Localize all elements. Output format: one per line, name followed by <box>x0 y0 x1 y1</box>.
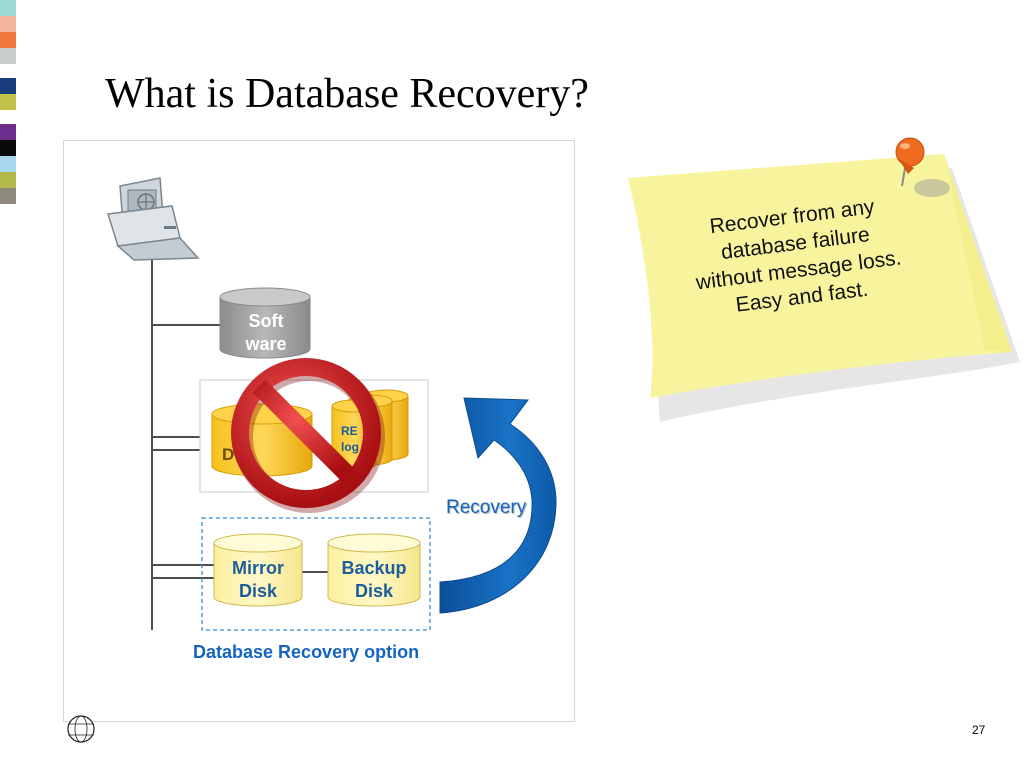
stripe <box>0 0 16 16</box>
mirror-disk-label: Mirror Disk <box>231 558 284 601</box>
stripe <box>0 16 16 32</box>
stripe <box>0 48 16 64</box>
software-cylinder <box>219 287 311 359</box>
stripe <box>0 124 16 140</box>
no-sign-icon <box>231 358 385 513</box>
page-number: 27 <box>972 723 986 737</box>
computer-icon <box>107 177 200 261</box>
connector-lines <box>151 260 330 630</box>
database-label: D <box>222 445 235 464</box>
stripe <box>0 156 16 172</box>
swift-logo-globe <box>67 715 95 743</box>
pushpin-icon <box>895 137 950 197</box>
software-label: Soft ware <box>245 311 287 354</box>
stripe <box>0 110 16 124</box>
recovery-option-caption: Database Recovery option <box>193 642 420 662</box>
stripe <box>0 188 16 204</box>
recovery-label: Recovery <box>446 497 527 518</box>
slide-title: What is Database Recovery? <box>105 71 589 117</box>
stripe <box>0 172 16 188</box>
stripe <box>0 64 16 78</box>
sticky-note <box>628 154 1020 422</box>
recovery-option-box <box>201 517 431 631</box>
backup-disk-cylinder <box>327 533 421 607</box>
stripe <box>0 140 16 156</box>
stripe <box>0 32 16 48</box>
backup-disk-label: Backup Disk <box>341 558 407 601</box>
stripe <box>0 94 16 110</box>
recovery-arrow-icon <box>439 397 557 614</box>
color-stripes <box>0 0 16 204</box>
redo-log-label: RE log <box>341 424 359 454</box>
stripe <box>0 78 16 94</box>
mirror-disk-cylinder <box>213 533 303 607</box>
